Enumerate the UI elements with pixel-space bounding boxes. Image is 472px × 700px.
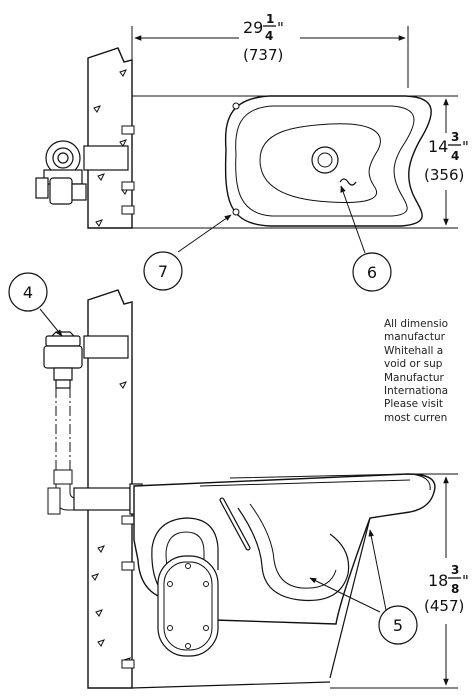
callout-4: 4 xyxy=(8,272,63,337)
height-inch-mark: " xyxy=(462,572,469,590)
wall-section-top xyxy=(87,47,133,229)
access-port-side xyxy=(157,555,219,657)
height-dimension: 18 3 8 " (457) xyxy=(330,473,469,689)
callout-7: 7 xyxy=(143,214,232,291)
height-metric: (457) xyxy=(424,597,464,615)
trapway-inner-top xyxy=(317,152,333,168)
width-inches-whole: 29 xyxy=(243,18,263,37)
depth-inches-whole: 14 xyxy=(428,137,448,156)
flush-valve-side xyxy=(43,331,83,389)
flush-valve-top xyxy=(35,140,87,205)
access-port-inner xyxy=(163,561,213,651)
floor-line-side xyxy=(131,681,331,689)
depth-inches-numerator: 3 xyxy=(451,130,459,144)
width-inches-numerator: 1 xyxy=(266,12,274,26)
note-line-2: manufactur xyxy=(384,331,445,344)
mount-hole-lower xyxy=(232,208,240,216)
note-line-5: Manufactur xyxy=(384,371,444,384)
depth-metric: (356) xyxy=(424,166,464,184)
access-port-bolts xyxy=(167,563,209,649)
seat-line-side xyxy=(199,479,411,487)
height-inches-numerator: 3 xyxy=(451,563,459,577)
height-inches-whole: 18 xyxy=(428,571,448,590)
carrier-bolts-side xyxy=(121,515,135,669)
depth-inch-mark: " xyxy=(462,138,469,156)
depth-dimension: 14 3 4 " (356) xyxy=(132,95,469,229)
mount-hole-upper xyxy=(232,102,240,110)
pedestal-front-side xyxy=(329,517,371,679)
callout-6: 6 xyxy=(340,185,392,292)
note-line-3: Whitehall a xyxy=(384,344,444,357)
depth-inches-denominator: 4 xyxy=(451,149,459,163)
top-view: 29 1 4 " (737) 14 3 4 " (356) 7 xyxy=(35,12,469,292)
bowl-well-top xyxy=(259,123,381,203)
width-metric: (737) xyxy=(243,46,283,64)
callout-5-label: 5 xyxy=(393,616,403,635)
supply-stub-side xyxy=(83,335,129,359)
note-line-1: All dimensio xyxy=(384,318,449,330)
note-line-6: Internationa xyxy=(384,385,449,398)
flush-tube-side xyxy=(47,388,82,515)
width-inches-denominator: 4 xyxy=(265,29,273,43)
callout-4-label: 4 xyxy=(23,283,33,302)
width-inch-mark: " xyxy=(277,19,284,37)
note-line-7: Please visit xyxy=(384,398,444,411)
width-dimension: 29 1 4 " (737) xyxy=(131,12,409,88)
side-view: 18 3 8 " (457) 4 5 xyxy=(8,272,469,689)
water-line-mark-top xyxy=(339,178,357,186)
note-line-4: void or sup xyxy=(384,358,443,371)
note-line-8: most curren xyxy=(384,411,448,424)
wall-hatch-top xyxy=(93,69,129,227)
spud-pipe-top xyxy=(83,145,129,171)
bowl-rim-top xyxy=(235,105,415,217)
trapway-side xyxy=(237,507,350,602)
trapway-outer-top xyxy=(311,146,339,174)
callout-5: 5 xyxy=(309,529,418,645)
callout-6-label: 6 xyxy=(367,263,377,282)
callout-7-label: 7 xyxy=(158,262,168,281)
carrier-bolts-top xyxy=(121,125,135,215)
disclaimer-note: All dimensio manufactur Whitehall a void… xyxy=(384,318,472,425)
bowl-rim-side xyxy=(229,473,431,491)
height-inches-denominator: 8 xyxy=(451,582,459,596)
